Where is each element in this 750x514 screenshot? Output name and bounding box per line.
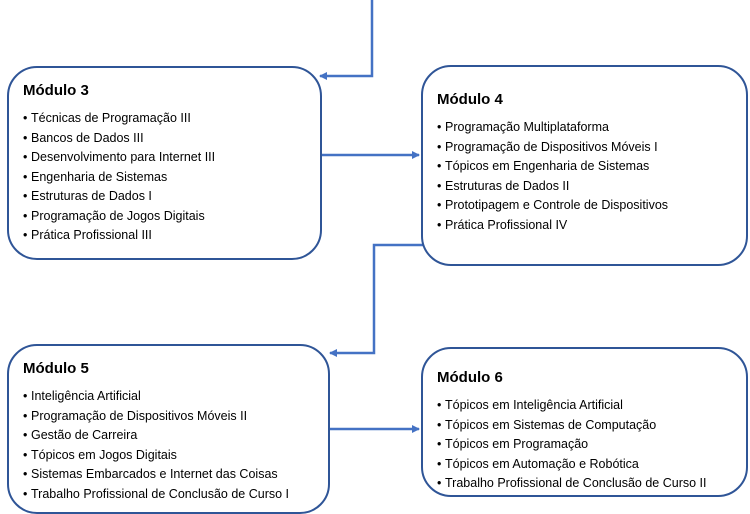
arrow-into-module-3 xyxy=(319,0,374,80)
course-item: •Trabalho Profissional de Conclusão de C… xyxy=(437,474,734,494)
course-item: •Prototipagem e Controle de Dispositivos xyxy=(437,196,734,216)
course-name: Técnicas de Programação III xyxy=(31,111,191,125)
module-3-box: Módulo 3 •Técnicas de Programação III•Ba… xyxy=(7,66,322,260)
course-name: Prática Profissional III xyxy=(31,228,152,242)
course-item: •Desenvolvimento para Internet III xyxy=(23,148,308,168)
course-name: Sistemas Embarcados e Internet das Coisa… xyxy=(31,467,278,481)
module-4-box: Módulo 4 •Programação Multiplataforma•Pr… xyxy=(421,65,748,266)
course-name: Trabalho Profissional de Conclusão de Cu… xyxy=(31,486,290,501)
course-name: Tópicos em Sistemas de Computação xyxy=(445,417,657,432)
course-item: •Programação de Dispositivos Móveis I xyxy=(437,138,734,158)
course-item: •Programação Multiplataforma xyxy=(437,118,734,138)
course-item: •Prática Profissional IV xyxy=(437,216,734,236)
course-item: •Trabalho Profissional de Conclusão de C… xyxy=(23,485,316,505)
bullet-icon: • xyxy=(437,217,442,232)
course-item: •Engenharia de Sistemas xyxy=(23,168,308,188)
course-item: •Bancos de Dados III xyxy=(23,129,308,149)
course-name: Desenvolvimento para Internet III xyxy=(31,150,216,164)
course-name: Trabalho Profissional de Conclusão de Cu… xyxy=(445,476,707,490)
bullet-icon: • xyxy=(23,150,28,164)
course-item: •Inteligência Artificial xyxy=(23,387,316,407)
connector-arrows xyxy=(319,0,425,433)
course-list: •Tópicos em Inteligência Artificial•Tópi… xyxy=(437,396,734,494)
course-name: Prototipagem e Controle de Dispositivos xyxy=(445,198,669,212)
bullet-icon: • xyxy=(23,208,28,223)
course-name: Tópicos em Inteligência Artificial xyxy=(445,398,623,412)
module-6-box: Módulo 6 •Tópicos em Inteligência Artifi… xyxy=(421,347,748,497)
course-name: Estruturas de Dados II xyxy=(445,178,570,193)
course-item: •Tópicos em Inteligência Artificial xyxy=(437,396,734,416)
course-item: •Estruturas de Dados I xyxy=(23,187,308,207)
course-name: Engenharia de Sistemas xyxy=(31,169,168,184)
bullet-icon: • xyxy=(23,189,28,203)
bullet-icon: • xyxy=(437,437,442,451)
bullet-icon: • xyxy=(23,428,28,442)
course-name: Gestão de Carreira xyxy=(31,428,138,442)
course-name: Tópicos em Automação e Robótica xyxy=(445,456,639,471)
course-name: Programação de Dispositivos Móveis II xyxy=(31,408,248,423)
course-name: Inteligência Artificial xyxy=(31,389,141,403)
module-title: Módulo 5 xyxy=(23,360,89,377)
bullet-icon: • xyxy=(437,398,442,412)
bullet-icon: • xyxy=(23,111,28,125)
bullet-icon: • xyxy=(437,417,442,432)
bullet-icon: • xyxy=(437,120,442,134)
bullet-icon: • xyxy=(437,456,442,471)
course-item: •Programação de Dispositivos Móveis II xyxy=(23,407,316,427)
course-name: Programação de Jogos Digitais xyxy=(31,208,205,223)
bullet-icon: • xyxy=(437,139,442,154)
course-name: Bancos de Dados III xyxy=(31,130,144,145)
course-item: •Tópicos em Jogos Digitais xyxy=(23,446,316,466)
bullet-icon: • xyxy=(23,169,28,184)
bullet-icon: • xyxy=(23,389,28,403)
course-item: •Tópicos em Automação e Robótica xyxy=(437,455,734,475)
bullet-icon: • xyxy=(437,178,442,193)
arrow-module-4-to-5 xyxy=(329,243,425,357)
course-name: Programação Multiplataforma xyxy=(445,120,609,134)
course-name: Estruturas de Dados I xyxy=(31,189,152,203)
bullet-icon: • xyxy=(23,467,28,481)
course-item: •Tópicos em Programação xyxy=(437,435,734,455)
course-item: •Estruturas de Dados II xyxy=(437,177,734,197)
bullet-icon: • xyxy=(23,486,28,501)
bullet-icon: • xyxy=(437,198,442,212)
bullet-icon: • xyxy=(23,408,28,423)
course-list: •Técnicas de Programação III•Bancos de D… xyxy=(23,109,308,246)
course-item: •Programação de Jogos Digitais xyxy=(23,207,308,227)
module-title: Módulo 4 xyxy=(437,91,503,108)
course-item: •Gestão de Carreira xyxy=(23,426,316,446)
course-item: •Técnicas de Programação III xyxy=(23,109,308,129)
module-title: Módulo 6 xyxy=(437,369,503,386)
bullet-icon: • xyxy=(23,228,28,242)
course-list: •Programação Multiplataforma•Programação… xyxy=(437,118,734,235)
bullet-icon: • xyxy=(23,447,28,462)
course-name: Tópicos em Jogos Digitais xyxy=(31,447,177,462)
course-item: •Tópicos em Engenharia de Sistemas xyxy=(437,157,734,177)
course-name: Prática Profissional IV xyxy=(445,217,568,232)
course-item: •Prática Profissional III xyxy=(23,226,308,246)
course-item: •Sistemas Embarcados e Internet das Cois… xyxy=(23,465,316,485)
course-name: Tópicos em Engenharia de Sistemas xyxy=(445,159,650,173)
module-title: Módulo 3 xyxy=(23,82,89,99)
bullet-icon: • xyxy=(23,130,28,145)
course-item: •Tópicos em Sistemas de Computação xyxy=(437,416,734,436)
bullet-icon: • xyxy=(437,159,442,173)
course-name: Tópicos em Programação xyxy=(445,437,589,451)
bullet-icon: • xyxy=(437,476,442,490)
course-list: •Inteligência Artificial•Programação de … xyxy=(23,387,316,504)
module-5-box: Módulo 5 •Inteligência Artificial•Progra… xyxy=(7,344,330,514)
course-name: Programação de Dispositivos Móveis I xyxy=(445,139,658,154)
